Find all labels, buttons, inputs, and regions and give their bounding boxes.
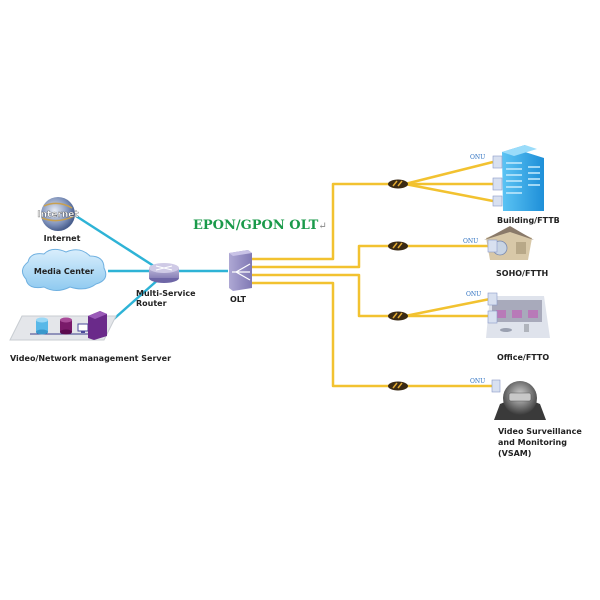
- building-icon: [502, 145, 544, 211]
- server-node[interactable]: Video/Network management Server: [9, 311, 171, 363]
- endpoint-soho[interactable]: ONU SOHO/FTTH: [463, 226, 548, 278]
- olt-node[interactable]: OLT: [229, 250, 252, 304]
- endpoint-office[interactable]: ONU Office/FTTO: [466, 291, 550, 362]
- database-icon: [36, 317, 48, 335]
- router-label-line1: Multi-Service: [136, 289, 196, 298]
- fiber-trunk-office: [252, 273, 392, 318]
- endpoint-vsam[interactable]: ONU Video Surveillance and Monitoring (V…: [470, 378, 582, 458]
- fiber-trunk-vsam: [252, 281, 392, 388]
- onu-device-icon: [487, 239, 498, 253]
- onu-label: ONU: [463, 238, 478, 245]
- soho-label: SOHO/FTTH: [496, 269, 548, 278]
- paragraph-mark: ↵: [318, 221, 326, 232]
- onu-label: ONU: [466, 291, 481, 298]
- onu-device-icon: [487, 292, 498, 324]
- vsam-label-line3: (VSAM): [498, 449, 531, 458]
- server-tower-icon: [88, 311, 107, 340]
- internet-label: Internet: [44, 234, 81, 243]
- vsam-label-line1: Video Surveillance: [498, 427, 582, 436]
- fiber-drop-office-1: [404, 297, 491, 318]
- office-label: Office/FTTO: [497, 353, 549, 362]
- building-label: Building/FTTB: [497, 216, 560, 225]
- vsam-label-line2: and Monitoring: [498, 438, 567, 447]
- onu-device-icon: [491, 379, 501, 393]
- fiber-links: [252, 160, 494, 388]
- router-node[interactable]: Multi-Service Router: [136, 263, 196, 308]
- server-label: Video/Network management Server: [10, 354, 171, 363]
- internet-node[interactable]: Internet Internet: [37, 197, 81, 243]
- onu-label: ONU: [470, 154, 485, 161]
- fiber-drop-building-1: [404, 160, 494, 186]
- router-label-line2: Router: [136, 299, 167, 308]
- olt-icon: [232, 263, 251, 281]
- onu-device-icon: [492, 155, 503, 207]
- onu-label: ONU: [470, 378, 485, 385]
- fiber-trunk-building: [252, 182, 392, 261]
- database-icon: [60, 317, 72, 335]
- internet-icon-text: Internet: [37, 210, 79, 220]
- cloud-icon: [22, 248, 107, 291]
- endpoint-building[interactable]: ONU Building/FTTB: [470, 145, 560, 225]
- link-internet-router: [75, 214, 161, 272]
- splitter-icon: [388, 311, 408, 321]
- office-icon: [486, 296, 550, 338]
- diagram-title: EPON/GPON OLT↵: [193, 218, 327, 233]
- camera-icon: [494, 381, 546, 420]
- splitters: [388, 179, 408, 391]
- title-text: EPON/GPON OLT: [193, 218, 319, 233]
- splitter-icon: [388, 179, 408, 189]
- fiber-drop-building-3: [404, 182, 494, 203]
- olt-label: OLT: [230, 295, 247, 304]
- splitter-icon: [388, 241, 408, 251]
- media-center-node[interactable]: Media Center: [22, 248, 107, 291]
- fiber-trunk-soho: [252, 244, 392, 269]
- splitter-icon: [388, 381, 408, 391]
- media-center-label: Media Center: [34, 267, 94, 276]
